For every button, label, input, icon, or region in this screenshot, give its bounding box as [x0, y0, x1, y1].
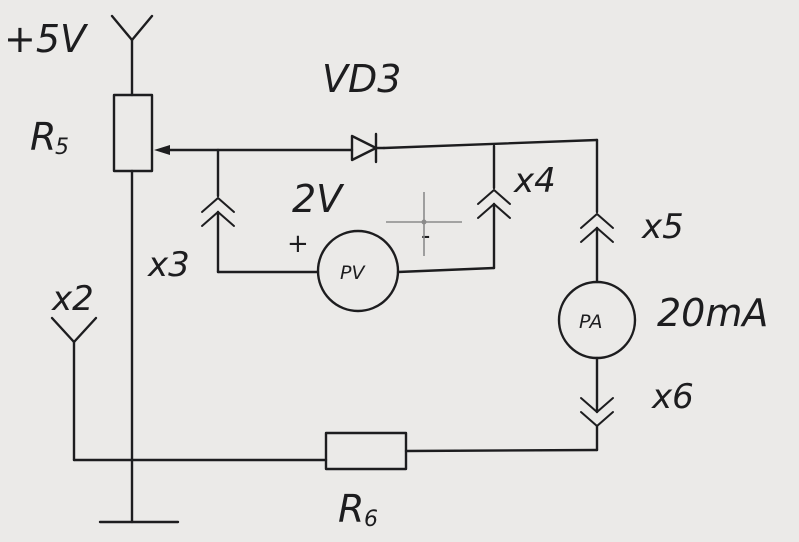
voltmeter-label: PV — [340, 262, 366, 284]
x6-label: x6 — [651, 377, 694, 417]
diode-label: VD3 — [322, 57, 401, 101]
voltmeter-plus: + — [287, 229, 309, 259]
pencil-crosshair-mark — [386, 192, 462, 256]
voltmeter-reading: 2V — [292, 177, 345, 221]
supply-label: +5V — [4, 17, 89, 61]
bottom-right-wire — [404, 448, 599, 453]
x2-label: x2 — [51, 279, 94, 319]
x3-label: x3 — [147, 245, 190, 285]
voltmeter-minus: - — [421, 221, 430, 251]
voltmeter-pv — [316, 229, 400, 313]
voltmeter-right-wire — [396, 266, 496, 274]
r6-letter: R — [338, 487, 364, 531]
supply-terminal — [110, 14, 154, 97]
top-right-wire — [382, 138, 599, 150]
r5-index: 5 — [55, 135, 69, 160]
r5-letter: R — [30, 115, 56, 159]
potentiometer-wiper — [154, 145, 354, 155]
diode-vd3 — [350, 132, 386, 164]
ammeter-reading: 20mA — [657, 291, 768, 335]
x4-label: x4 — [513, 161, 556, 201]
x5-label: x5 — [641, 207, 684, 247]
ammeter-label: PA — [579, 311, 603, 333]
r6-index: 6 — [364, 507, 378, 532]
